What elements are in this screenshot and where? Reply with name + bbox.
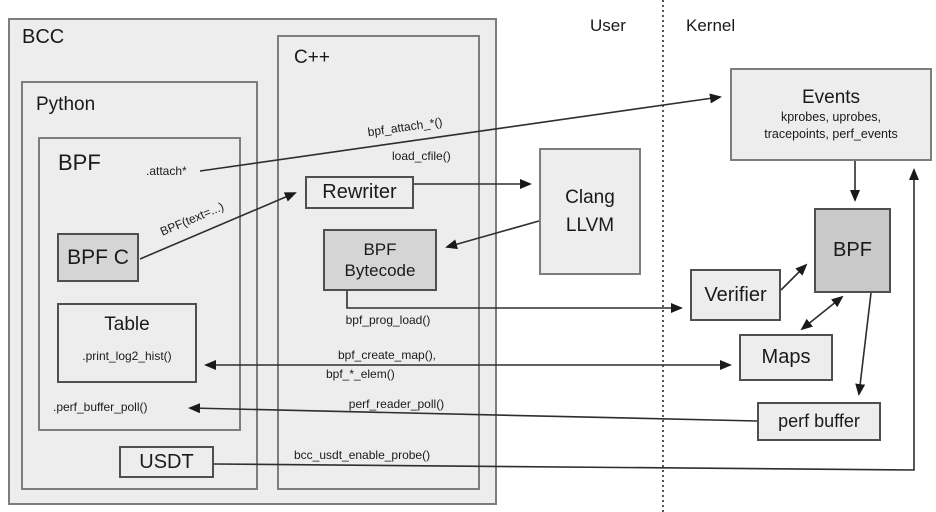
bpf-bytecode-label: BPF Bytecode bbox=[345, 239, 416, 282]
usdt-label: USDT bbox=[139, 450, 194, 473]
bpf-kernel-label: BPF bbox=[833, 239, 872, 261]
clang-line2: LLVM bbox=[565, 214, 615, 236]
python-group-label: Python bbox=[36, 94, 96, 115]
events-box: Events kprobes, uprobes, tracepoints, pe… bbox=[730, 68, 932, 161]
bpf-python-label: BPF bbox=[58, 150, 101, 175]
usdt-box: USDT bbox=[119, 446, 214, 478]
kernel-zone-label: Kernel bbox=[686, 16, 736, 35]
bpf-python-box bbox=[38, 137, 241, 431]
events-sub-line2: tracepoints, perf_events bbox=[764, 126, 898, 141]
verifier-label: Verifier bbox=[704, 283, 767, 306]
arrow-bpf-maps-bidirectional bbox=[800, 295, 844, 331]
perf-buffer-poll-label: .perf_buffer_poll() bbox=[53, 400, 148, 414]
bpf-create-map-label: bpf_create_map(), bbox=[337, 348, 437, 362]
events-title: Events bbox=[801, 87, 861, 109]
table-label: Table bbox=[104, 314, 150, 335]
events-sub-line1: kprobes, uprobes, bbox=[780, 110, 882, 125]
rewriter-label: Rewriter bbox=[322, 181, 397, 203]
bpf-c-label: BPF C bbox=[67, 245, 129, 269]
clang-llvm-box: Clang LLVM bbox=[539, 148, 641, 275]
table-box: Table .print_log2_hist() bbox=[57, 303, 197, 383]
attach-label: .attach* bbox=[146, 164, 187, 178]
bpf-kernel-box: BPF bbox=[814, 208, 891, 293]
maps-box: Maps bbox=[739, 334, 833, 381]
bcc-group-label: BCC bbox=[22, 26, 65, 48]
arrow-bpf-to-perfbuffer bbox=[855, 292, 872, 396]
bpf-c-box: BPF C bbox=[57, 233, 139, 282]
clang-llvm-label: Clang LLVM bbox=[565, 184, 615, 239]
perf-reader-poll-label: perf_reader_poll() bbox=[348, 397, 445, 411]
bcc-usdt-enable-probe-label: bcc_usdt_enable_probe() bbox=[294, 448, 431, 462]
print-log2-hist-label: .print_log2_hist() bbox=[82, 349, 172, 363]
arrow-verifier-to-bpf bbox=[780, 263, 808, 291]
rewriter-box: Rewriter bbox=[305, 176, 414, 209]
cpp-group-label: C++ bbox=[294, 47, 330, 68]
bpf-bytecode-box: BPF Bytecode bbox=[323, 229, 437, 291]
load-cfile-label: load_cfile() bbox=[392, 149, 451, 163]
bpf-prog-load-label: bpf_prog_load() bbox=[345, 313, 431, 327]
maps-label: Maps bbox=[761, 346, 811, 368]
clang-line1: Clang bbox=[565, 186, 615, 208]
user-zone-label: User bbox=[590, 16, 626, 35]
perf-buffer-label: perf buffer bbox=[778, 411, 860, 431]
bpf-bytecode-line1: BPF bbox=[363, 239, 397, 259]
verifier-box: Verifier bbox=[690, 269, 781, 321]
bpf-bytecode-line2: Bytecode bbox=[344, 261, 416, 280]
bpf-elem-label: bpf_*_elem() bbox=[326, 367, 395, 381]
perf-buffer-box: perf buffer bbox=[757, 402, 881, 441]
